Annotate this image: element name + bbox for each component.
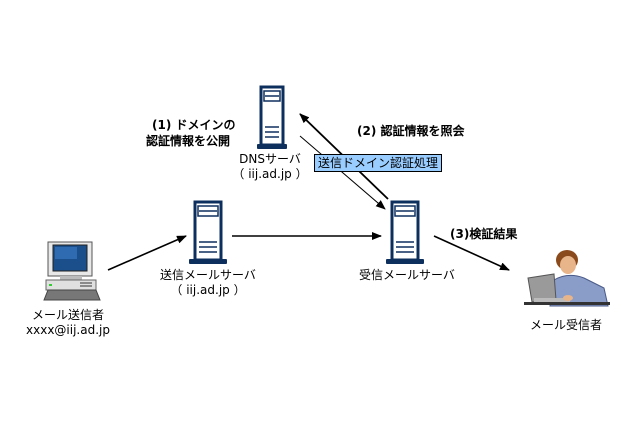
step1-label-line1: (1) ドメインの <box>152 118 236 132</box>
arrow-receiving-to-recipient <box>433 235 510 271</box>
step2-label: (2) 認証情報を照会 <box>357 124 465 138</box>
recipient-node <box>520 248 612 312</box>
arrow-dns-to-receiving <box>299 135 386 210</box>
dns-server-domain: （ iij.ad.jp ） <box>232 167 308 181</box>
step3-label: (3)検証結果 <box>450 227 518 241</box>
step1-label-line2: 認証情報を公開 <box>146 134 231 148</box>
arrow-sender-to-sending-server <box>107 235 187 271</box>
dns-server-node <box>257 85 287 155</box>
desktop-computer-icon <box>43 241 101 301</box>
server-icon <box>189 200 227 264</box>
server-icon <box>386 200 424 264</box>
person-at-laptop-icon <box>524 250 610 307</box>
domain-auth-callout: 送信ドメイン認証処理 <box>314 154 443 172</box>
sending-server-node <box>189 200 227 270</box>
receiving-server-node <box>386 200 424 270</box>
sending-server-label: 送信メールサーバ <box>160 268 256 282</box>
server-icon <box>257 85 287 149</box>
receiving-server-label: 受信メールサーバ <box>359 268 455 282</box>
dns-server-label: DNSサーバ <box>239 152 301 166</box>
sender-address: xxxx@iij.ad.jp <box>26 323 110 337</box>
recipient-label: メール受信者 <box>529 318 602 332</box>
sender-node <box>40 240 102 306</box>
sender-label: メール送信者 <box>31 308 104 322</box>
sending-server-domain: （ iij.ad.jp ） <box>170 283 246 297</box>
